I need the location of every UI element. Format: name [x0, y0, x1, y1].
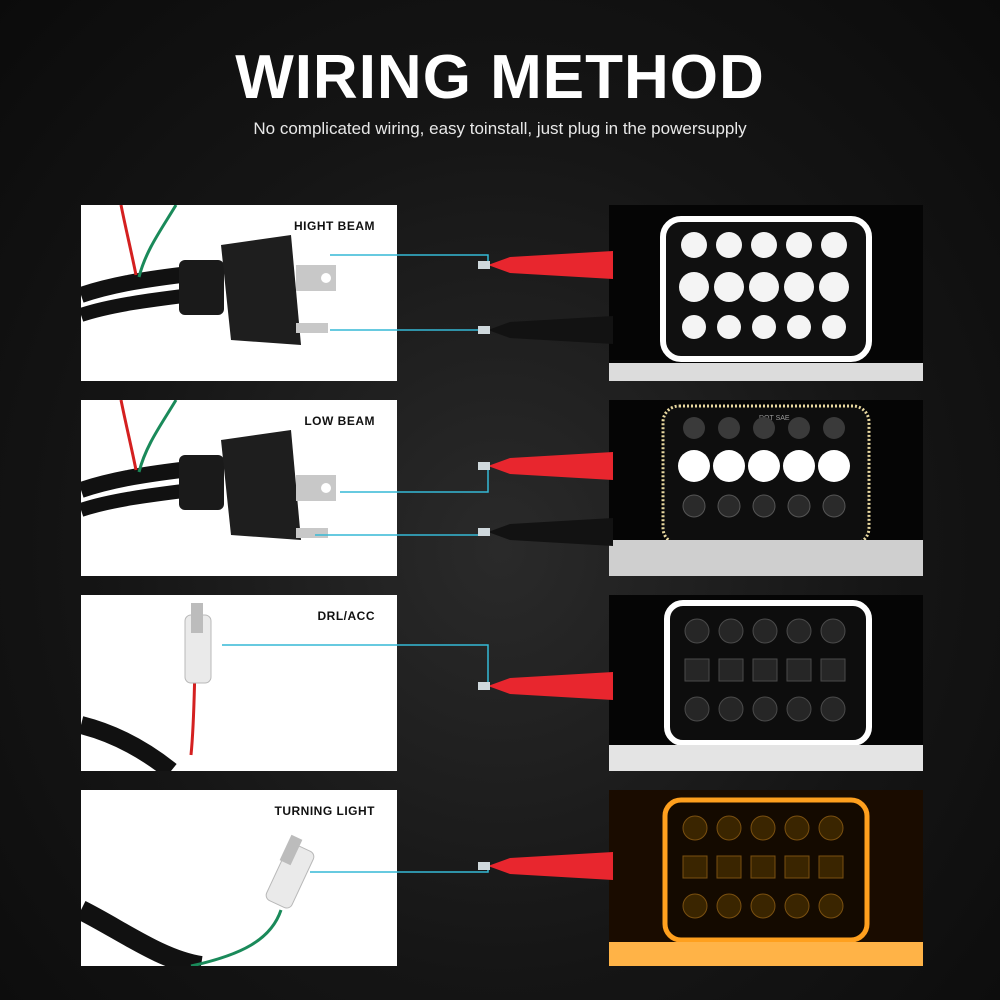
- clip-red-drl: [478, 672, 613, 700]
- high-beam-lamp-image: [609, 205, 923, 381]
- clip-black-low-beam: [478, 518, 613, 546]
- turn-lamp-image: [609, 790, 923, 966]
- low-beam-connector-panel: LOW BEAM: [81, 400, 397, 576]
- high-beam-connector-panel: HIGHT BEAM: [81, 205, 397, 381]
- drl-lamp-image: [609, 595, 923, 771]
- low-beam-lamp-image: DOT SAE: [609, 400, 923, 576]
- clip-red-high-beam: [478, 251, 613, 279]
- turning-light-connector-panel: TURNING LIGHT: [81, 790, 397, 966]
- drl-acc-label: DRL/ACC: [317, 609, 375, 623]
- drl-acc-connector-panel: DRL/ACC: [81, 595, 397, 771]
- turning-light-label: TURNING LIGHT: [274, 804, 375, 818]
- dot-badge-text: DOT SAE: [759, 415, 790, 422]
- clip-red-low-beam: [478, 452, 613, 480]
- h4-plug-image: [81, 205, 336, 345]
- spade-terminal-image: [81, 603, 212, 771]
- low-beam-label: LOW BEAM: [304, 414, 375, 428]
- page-subtitle: No complicated wiring, easy toinstall, j…: [253, 119, 747, 138]
- h4-plug-image: [81, 400, 336, 540]
- clip-red-turning: [478, 852, 613, 880]
- page-title: WIRING METHOD: [235, 43, 765, 112]
- spade-terminal-image: [81, 834, 315, 966]
- high-beam-label: HIGHT BEAM: [294, 219, 375, 233]
- clip-black-high-beam: [478, 316, 613, 344]
